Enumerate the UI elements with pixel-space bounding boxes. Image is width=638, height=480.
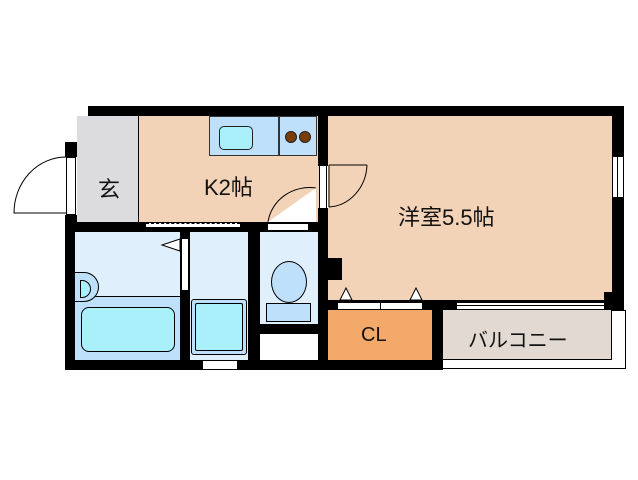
storage-space [260, 334, 318, 360]
entrance-label: 玄 [98, 177, 121, 202]
bathtub-icon [81, 307, 175, 352]
burner-icon [285, 131, 297, 143]
outer-wall-right-lower [612, 198, 624, 310]
bath-door[interactable] [181, 238, 189, 291]
sink-icon [219, 126, 253, 150]
wall-pillar [328, 258, 342, 280]
closet-door-arrow-icon [409, 287, 423, 301]
balcony-window-track [457, 305, 604, 306]
room-entrance-upper [100, 116, 138, 152]
toilet-tank-icon [266, 303, 311, 322]
wall-closet-bottom [318, 360, 443, 370]
toilet-door-frame[interactable] [267, 223, 309, 231]
toilet-door-swing-icon [267, 187, 317, 222]
western-door-frame[interactable] [319, 166, 327, 208]
closet-door-arrow-icon [339, 287, 353, 301]
outer-wall-right-upper [612, 106, 624, 156]
outer-wall-left-upper [65, 142, 77, 157]
western-door-swing-icon [328, 164, 368, 208]
outer-wall-top [88, 106, 624, 116]
western-window[interactable] [612, 156, 624, 198]
closet-label: CL [361, 324, 387, 346]
entry-door-swing-icon [13, 156, 67, 214]
window-mullion [617, 156, 618, 198]
entrance-kitchen-divider [138, 116, 139, 222]
western-room-label: 洋室5.5帖 [398, 205, 495, 230]
washing-machine-inner [195, 303, 243, 351]
room-western [328, 116, 612, 300]
balcony-sliding-window[interactable] [457, 302, 604, 310]
wall-closet-balcony [432, 300, 443, 370]
entry-door-frame[interactable] [66, 157, 76, 215]
wall-kitchen-western-upper [318, 116, 328, 166]
balcony-label: バルコニー [468, 330, 568, 352]
kitchen-label: K2帖 [204, 175, 253, 200]
room-closet [328, 310, 432, 360]
outer-wall-left-lower [65, 215, 77, 370]
bath-sliding-door[interactable] [146, 223, 240, 228]
burner-icon [299, 131, 311, 143]
toilet-bowl-icon [271, 261, 307, 303]
wall-toilet-bottom [260, 324, 318, 334]
room-balcony [443, 310, 612, 360]
closet-door-split [380, 302, 381, 312]
wall-kitchen-western-lower [318, 208, 328, 370]
wall-bath-wash [180, 232, 190, 360]
bath-door-hinge-icon [160, 238, 181, 252]
wall-wash-toilet [248, 232, 260, 370]
washroom-window[interactable] [202, 360, 238, 370]
